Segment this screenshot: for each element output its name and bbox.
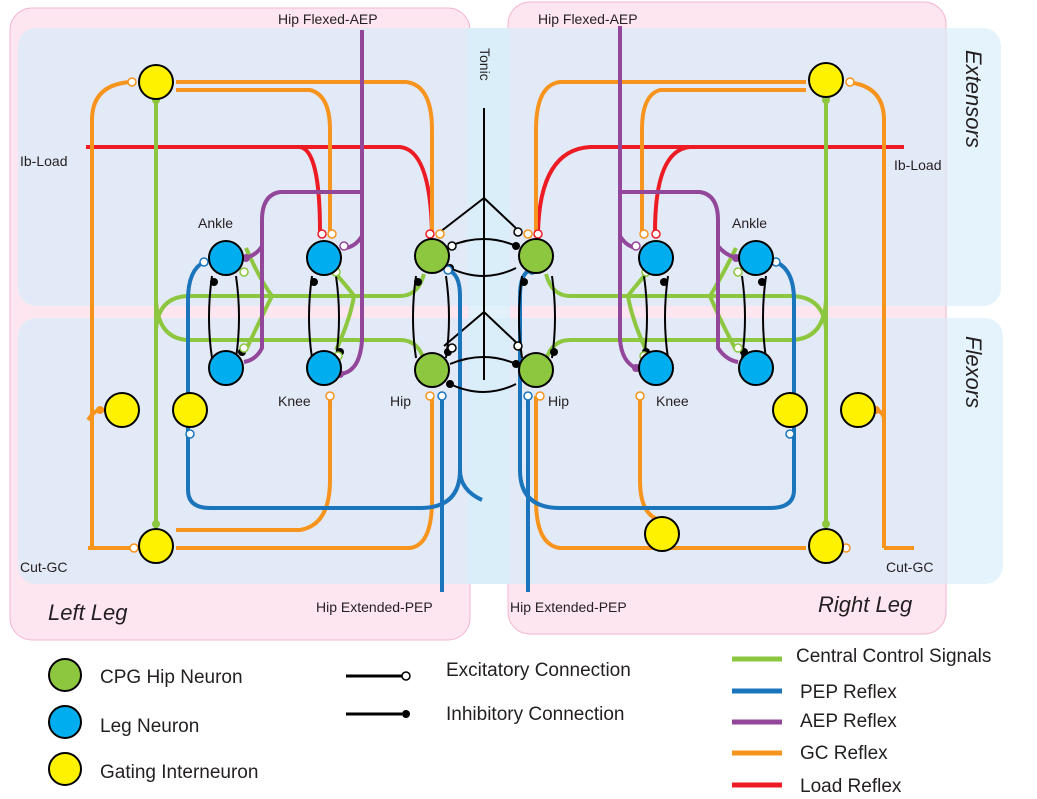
right-leg-label: Right Leg [818,592,913,617]
gating-interneuron-right-mid-b [840,392,876,428]
gating-interneuron-right-bottom [808,528,844,564]
legend-central-label: Central Control Signals [796,646,991,667]
gating-interneuron-right-top [808,62,844,98]
legend: CPG Hip Neuron Leg Neuron Gating Interne… [48,646,991,797]
cpg-hip-neuron-right-flexor [518,352,554,388]
knee-right-label: Knee [656,393,689,409]
tonic-label: Tonic [477,48,493,81]
gating-interneuron-right-center [644,516,680,552]
legend-cpg-hip-neuron-label: CPG Hip Neuron [100,667,243,688]
leg-neuron-right-ankle-flexor [738,350,774,386]
legend-cpg-hip-neuron-swatch [48,658,82,692]
legend-excitatory-terminal [401,671,411,681]
gating-interneuron-right-mid-a [772,392,808,428]
legend-load-label: Load Reflex [800,776,902,797]
ankle-left-label: Ankle [198,215,233,231]
ib-load-left-label: Ib-Load [20,153,67,169]
hip-left-label: Hip [390,393,411,409]
hip-right-label: Hip [548,393,569,409]
leg-neuron-left-ankle-extensor [208,240,244,276]
hip-flexed-aep-left-label: Hip Flexed-AEP [278,11,378,27]
inhibitory-terminals [96,96,880,528]
hip-extended-pep-left-label: Hip Extended-PEP [316,599,433,615]
legend-gc-label: GC Reflex [800,743,888,764]
cpg-hip-neuron-right-extensor [518,238,554,274]
cpg-hip-neuron-left-flexor [414,352,450,388]
gating-interneuron-left-mid-a [104,392,140,428]
legend-inhibitory-terminal [402,710,410,718]
left-leg-label: Left Leg [48,600,128,625]
pep-reflex-lines [186,260,796,592]
hip-extended-pep-right-label: Hip Extended-PEP [510,599,627,615]
leg-neuron-right-ankle-extensor [738,240,774,276]
leg-neuron-left-ankle-flexor [208,350,244,386]
flexors-label: Flexors [961,336,986,408]
legend-aep-label: AEP Reflex [800,711,897,732]
ankle-right-label: Ankle [732,215,767,231]
aep-reflex-lines [243,26,739,376]
knee-left-label: Knee [278,393,311,409]
tonic-drive-lines [439,108,521,380]
legend-leg-neuron-label: Leg Neuron [100,716,199,737]
gating-interneuron-left-top [138,64,174,100]
legend-inhibitory-label: Inhibitory Connection [446,704,625,725]
gating-interneuron-left-bottom [138,528,174,564]
legend-pep-label: PEP Reflex [800,682,897,703]
legend-leg-neuron-swatch [48,705,82,739]
leg-neuron-right-knee-extensor [638,240,674,276]
leg-neuron-left-knee-flexor [306,350,342,386]
legend-excitatory-label: Excitatory Connection [446,660,631,681]
leg-neuron-left-knee-extensor [306,240,342,276]
ib-load-right-label: Ib-Load [894,157,941,173]
extensors-label: Extensors [961,50,986,148]
leg-neuron-right-knee-flexor [638,350,674,386]
legend-gating-interneuron-swatch [48,752,82,786]
gating-interneuron-left-mid-b [172,392,208,428]
cut-gc-left-label: Cut-GC [20,559,67,575]
hip-flexed-aep-right-label: Hip Flexed-AEP [538,11,638,27]
cpg-hip-neuron-left-extensor [414,238,450,274]
cut-gc-right-label: Cut-GC [886,559,933,575]
legend-gating-interneuron-label: Gating Interneuron [100,762,258,783]
